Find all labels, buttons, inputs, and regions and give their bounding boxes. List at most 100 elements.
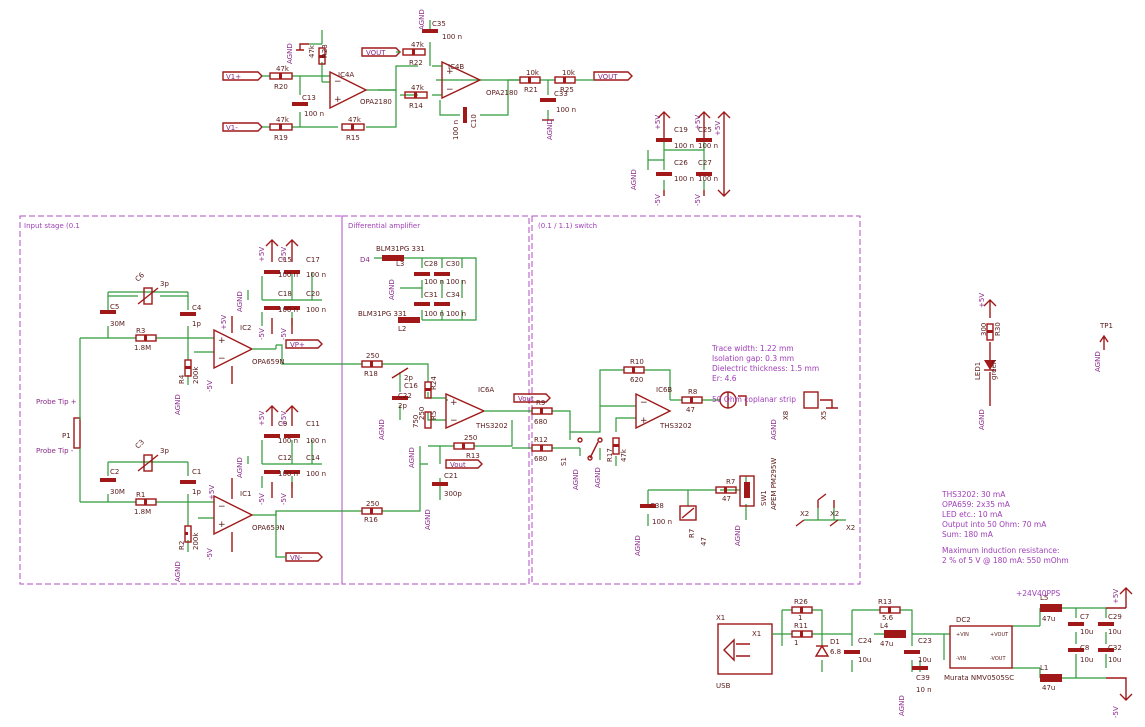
svg-text:+VOUT: +VOUT <box>990 632 1009 638</box>
r13b-value: 5.6 <box>882 614 894 622</box>
c20-name: C20 <box>306 290 320 298</box>
ic6a-part: THS3202 <box>475 422 508 430</box>
c2-name: C2 <box>110 468 119 476</box>
c5-name: C5 <box>110 303 119 311</box>
ic2-vpos: +5V <box>220 315 228 330</box>
r18-value: 250 <box>366 352 379 360</box>
c27-name: C27 <box>698 159 712 167</box>
top-buffer-circuit: V1+ V1- VOUT VOUT 47k R20 47k R19 47k R1… <box>222 9 633 142</box>
ic2-name: IC2 <box>240 324 251 332</box>
r1-value: 1.8M <box>134 508 151 516</box>
led-indicator: +5V R30 300 LED1 green AGND TP1 AGND <box>974 293 1113 430</box>
r2-name: R2 <box>178 541 186 550</box>
c2-value: 30M <box>110 488 125 496</box>
c4-name: C4 <box>192 304 202 312</box>
r13b-name: R13 <box>878 598 892 606</box>
x2-1: X2 <box>800 510 809 518</box>
c10-value: 100 n <box>452 120 460 140</box>
c12-name: C12 <box>278 454 292 462</box>
led-rail: +5V <box>978 293 986 308</box>
c30-value: 100 n <box>446 278 466 286</box>
c9-name: C9 <box>278 420 287 428</box>
c18-value: 100 n <box>278 306 298 314</box>
svg-text:−: − <box>334 77 342 87</box>
c6-name: C6 <box>134 271 147 284</box>
c17-rail: +5V <box>280 247 288 262</box>
c9-value: 100 n <box>278 437 298 445</box>
r10-name: R10 <box>630 358 644 366</box>
current-budget-notes: THS3202: 30 mA OPA659: 2x35 mA LED etc.:… <box>941 490 1069 565</box>
r1-name: R1 <box>136 491 145 499</box>
note-trace: Trace width: 1.22 mm <box>711 344 794 353</box>
c28-name: C28 <box>424 260 438 268</box>
c4-value: 1p <box>192 320 201 328</box>
l2-name: L2 <box>398 325 406 333</box>
r13-value: 250 <box>464 434 477 442</box>
r10-value: 620 <box>630 376 643 384</box>
net-label-vout: VOUT <box>598 73 618 81</box>
note-i3: LED etc.: 10 mA <box>942 510 1003 519</box>
c23-value: 10u <box>918 656 931 664</box>
r21-value: 10k <box>526 69 540 77</box>
svg-text:+: + <box>446 67 454 77</box>
agnd-decoupling: AGND <box>630 169 638 190</box>
frame-diff-amp-title: Differential amplifier <box>348 222 420 230</box>
r16-name: R16 <box>364 516 378 524</box>
l3-value: BLM31PG 331 <box>376 245 425 253</box>
l2-value: BLM31PG 331 <box>358 310 407 318</box>
sw1-name: SW1 <box>760 490 768 506</box>
agnd-supply: AGND <box>898 695 906 716</box>
c26-value: 100 n <box>674 175 694 183</box>
agnd-s1: AGND <box>572 469 580 490</box>
r3-name: R3 <box>136 327 145 335</box>
led1-name: LED1 <box>974 362 982 380</box>
note-i5: Sum: 180 mA <box>942 530 994 539</box>
c8-name: C8 <box>1080 644 1089 652</box>
c1-value: 1p <box>192 488 201 496</box>
ic4b-name: IC4B <box>448 63 464 71</box>
c20-rail: -5V <box>280 328 288 340</box>
c18-rail: -5V <box>258 328 266 340</box>
p1-label: P1 <box>62 432 71 440</box>
ic6b-part: THS3202 <box>659 422 692 430</box>
r9-value: 680 <box>534 418 547 426</box>
c34-name: C34 <box>446 291 460 299</box>
r8-value: 47 <box>686 406 695 414</box>
c35-name: C35 <box>432 20 446 28</box>
c33-value: 100 n <box>556 106 576 114</box>
c17-name: C17 <box>306 256 320 264</box>
d1-name: D1 <box>830 638 840 646</box>
c11-value: 100 n <box>306 437 326 445</box>
c39-value: 10 n <box>916 686 932 694</box>
net-d4: D4 <box>360 256 370 264</box>
c26-name: C26 <box>674 159 688 167</box>
ic2-vneg: -5V <box>206 380 214 392</box>
s1-name: S1 <box>560 457 568 466</box>
r5-name: R5 <box>430 411 438 420</box>
net-label-v1p: V1+ <box>226 73 241 81</box>
note-i1: THS3202: 30 mA <box>941 490 1006 499</box>
agnd-top-1: AGND <box>286 43 294 64</box>
r30-value: 300 <box>980 323 988 336</box>
r27-value: 47 <box>722 495 731 503</box>
note-diel: Dielectric thickness: 1.5 mm <box>712 364 819 373</box>
c14-value: 100 n <box>306 470 326 478</box>
c24-name: C24 <box>858 637 872 645</box>
c11-name: C11 <box>306 420 320 428</box>
net-label-vout2: Vout <box>450 461 466 469</box>
agnd-r4: AGND <box>174 394 182 415</box>
x8-name: X8 <box>782 411 790 420</box>
c10-name: C10 <box>470 114 478 128</box>
r14-value: 47k <box>411 84 425 92</box>
r15-name: R15 <box>346 134 360 142</box>
net-label-vout-top: VOUT <box>366 49 386 57</box>
frame-input-stage-title: Input stage (0.1 <box>24 222 80 230</box>
c26-rail: -5V <box>654 194 662 206</box>
c29-value: 10u <box>1108 628 1121 636</box>
r26-value: 1 <box>798 614 802 622</box>
r25-name: R25 <box>560 86 574 94</box>
r13-name: R13 <box>466 452 480 460</box>
r9-name: R9 <box>536 399 545 407</box>
svg-text:+: + <box>218 336 226 346</box>
usb-pin-1: X1 <box>752 630 761 638</box>
